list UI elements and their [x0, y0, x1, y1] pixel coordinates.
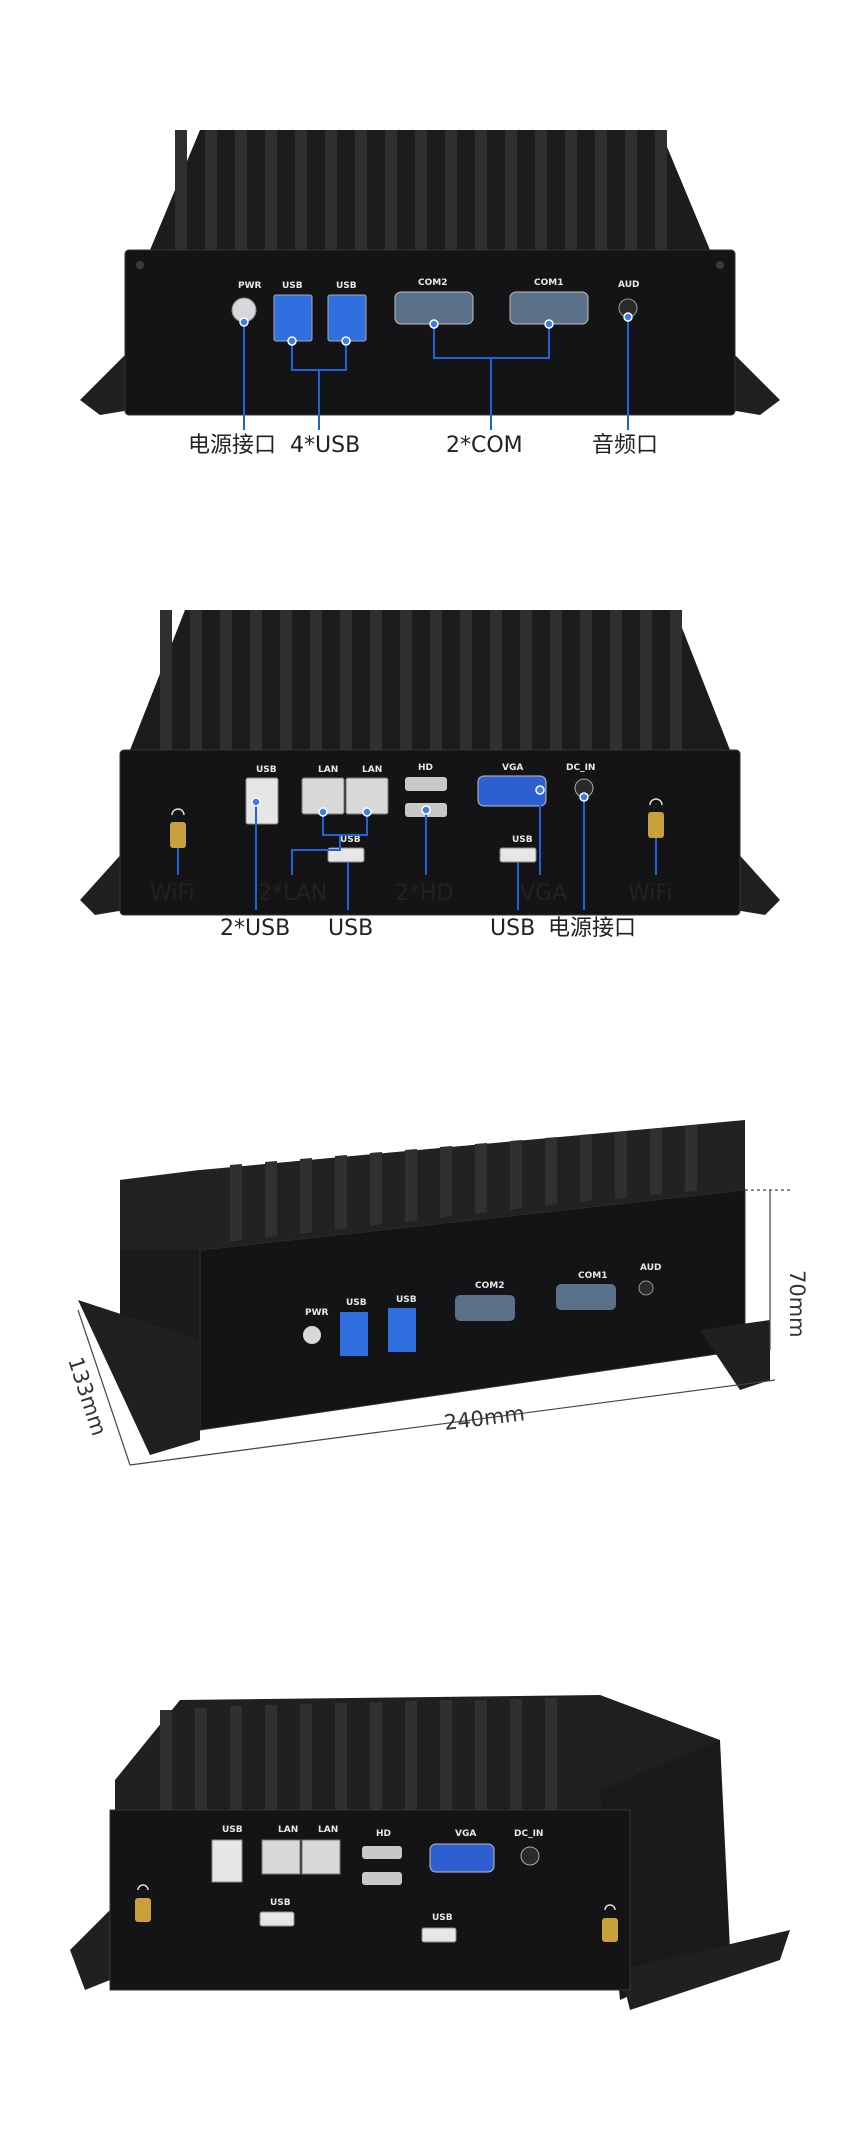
dc-in-jack-icon[interactable] [520, 1846, 540, 1866]
callout-vga: VGA [520, 881, 567, 906]
usb-port-right[interactable] [421, 1927, 457, 1943]
hdmi-port-1[interactable] [405, 777, 447, 791]
usb-stack-label: USB [256, 765, 277, 775]
vga-port[interactable] [429, 1843, 495, 1873]
rear-perspective-view: USB LAN LAN HD VGA DC_IN USB USB [0, 1530, 860, 2150]
aud-label: AUD [640, 1263, 661, 1273]
heatsink-fins [150, 130, 710, 250]
front-plate [124, 249, 736, 416]
usb-left-label: USB [270, 1898, 291, 1908]
rear-panel-illustration: USB LAN LAN HD VGA DC_IN USB USB WiFi 2*… [80, 610, 780, 941]
usb-right-label: USB [432, 1913, 453, 1923]
callout-lan: 2*LAN [258, 881, 327, 906]
wifi-antenna-left-icon [135, 1884, 151, 1922]
usb-label-b: USB [336, 281, 357, 291]
callout-hd: 2*HD [395, 881, 453, 906]
mounting-foot-left [80, 850, 125, 915]
dc-in-label: DC_IN [514, 1829, 543, 1839]
hdmi-port-2[interactable] [362, 1872, 402, 1885]
dc-in-label: DC_IN [566, 763, 595, 773]
com1-label: COM1 [578, 1271, 607, 1281]
heatsink-fins [160, 1698, 557, 1810]
dimension-view: PWR USB USB COM2 COM1 AUD 70mm 240mm 133… [0, 1060, 860, 1530]
com1-serial-port[interactable] [556, 1284, 616, 1310]
usb3-port-stack-b[interactable] [388, 1308, 416, 1352]
heatsink-fins [230, 1125, 697, 1242]
lan1-label: LAN [278, 1825, 298, 1835]
mounting-foot-right [730, 350, 780, 415]
com2-serial-port[interactable] [394, 291, 474, 325]
usb3-port-stack-a[interactable] [340, 1312, 368, 1356]
vga-label: VGA [455, 1829, 476, 1839]
mounting-foot-right [735, 850, 780, 915]
callout-wifi-right: WiFi [628, 881, 673, 906]
rear-panel-view: USB LAN LAN HD VGA DC_IN USB USB WiFi 2*… [0, 490, 860, 1060]
usb-label-a: USB [346, 1298, 367, 1308]
height-dimension: 70mm [785, 1270, 809, 1338]
lan1-label: LAN [318, 765, 338, 775]
callout-com: 2*COM [446, 433, 523, 458]
usb3-port-stack-a[interactable] [273, 294, 313, 342]
usb-right-label: USB [512, 835, 533, 845]
usb-label-b: USB [396, 1295, 417, 1305]
heatsink-fins [130, 610, 730, 750]
com1-label: COM1 [534, 278, 563, 288]
audio-jack-icon[interactable] [638, 1280, 654, 1296]
wifi-antenna-right-icon [602, 1904, 618, 1942]
dimension-lines [77, 1189, 790, 1466]
callout-leaders [239, 312, 633, 430]
wifi-antenna-left-icon [170, 808, 186, 848]
vga-port[interactable] [477, 775, 547, 807]
callout-leaders [177, 785, 657, 910]
com2-label: COM2 [475, 1281, 504, 1291]
usb-label-a: USB [282, 281, 303, 291]
usb2-port-stack[interactable] [245, 777, 279, 825]
callout-audio: 音频口 [592, 433, 658, 458]
lan2-label: LAN [318, 1825, 338, 1835]
hd-label: HD [418, 763, 433, 773]
usb-port-left[interactable] [327, 847, 365, 863]
lan2-label: LAN [362, 765, 382, 775]
callout-usb-right: USB [490, 916, 535, 941]
callout-power: 电源接口 [188, 433, 276, 458]
depth-dimension: 133mm [63, 1354, 111, 1438]
mounting-foot-right [700, 1320, 770, 1390]
wifi-antenna-right-icon [648, 798, 664, 838]
pwr-label: PWR [305, 1308, 329, 1318]
width-dimension: 240mm [443, 1401, 526, 1435]
callout-wifi-left: WiFi [150, 881, 195, 906]
callout-usb-left: USB [328, 916, 373, 941]
front-panel-view: PWR USB USB COM2 COM1 AUD 电源接口 4*USB 2*C… [0, 0, 860, 490]
usb2-port-stack[interactable] [211, 1839, 243, 1883]
callout-dc-in: 电源接口 [548, 916, 636, 941]
usb-port-left[interactable] [259, 1911, 295, 1927]
lan-port-2[interactable] [301, 1839, 341, 1875]
usb-left-label: USB [340, 835, 361, 845]
rear-perspective-illustration: USB LAN LAN HD VGA DC_IN USB USB [70, 1695, 790, 2010]
usb-stack-label: USB [222, 1825, 243, 1835]
mounting-foot-right [620, 1930, 790, 2010]
power-button-icon[interactable] [303, 1326, 321, 1344]
mounting-foot-left [70, 1910, 110, 1990]
mounting-foot-left [80, 350, 130, 415]
com2-serial-port[interactable] [455, 1295, 515, 1321]
vga-label: VGA [502, 763, 523, 773]
com2-label: COM2 [418, 278, 447, 288]
hd-label: HD [376, 1829, 391, 1839]
callout-usb: 4*USB [290, 433, 360, 458]
dimension-illustration: PWR USB USB COM2 COM1 AUD 70mm 240mm 133… [63, 1120, 809, 1466]
callout-usb-dual: 2*USB [220, 916, 290, 941]
usb3-port-stack-b[interactable] [327, 294, 367, 342]
pwr-label: PWR [238, 281, 262, 291]
chassis-side-right [600, 1740, 730, 2000]
front-panel-illustration: PWR USB USB COM2 COM1 AUD 电源接口 4*USB 2*C… [80, 130, 780, 458]
rear-plate [109, 1809, 631, 1991]
mounting-foot-left [78, 1300, 200, 1455]
aud-label: AUD [618, 280, 639, 290]
usb-port-right[interactable] [499, 847, 537, 863]
lan-port-1[interactable] [261, 1839, 301, 1875]
com1-serial-port[interactable] [509, 291, 589, 325]
hdmi-port-1[interactable] [362, 1846, 402, 1859]
